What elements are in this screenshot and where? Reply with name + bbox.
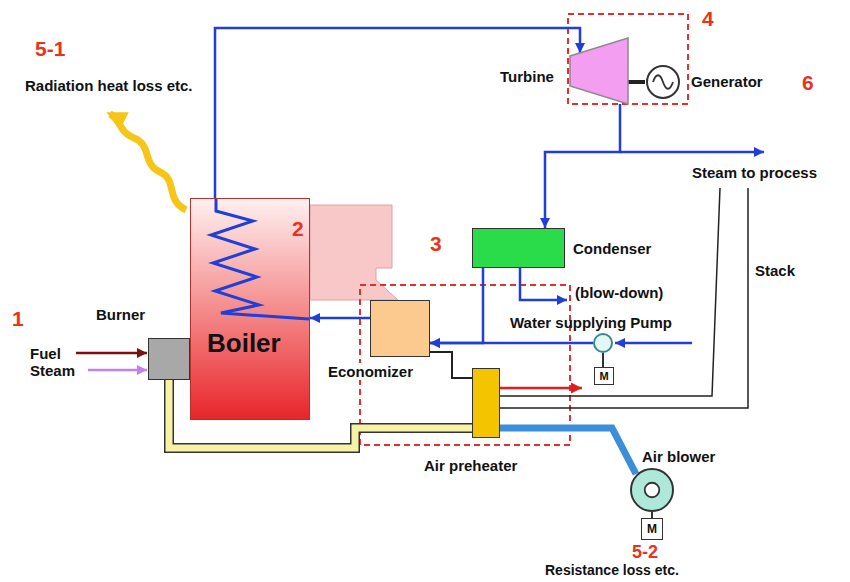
- component-label: Economizer: [326, 363, 415, 380]
- pipe-connector: [215, 28, 580, 198]
- component-label: Air blower: [642, 448, 715, 465]
- blower-symbol: Air blower: [630, 468, 674, 512]
- callout-number: 1: [12, 308, 24, 329]
- shape-outline: [570, 38, 628, 104]
- pipe-line: [500, 428, 636, 474]
- component-label: Turbine: [500, 68, 554, 85]
- motor-box: M: [594, 367, 614, 385]
- process-steam-line: [620, 151, 764, 154]
- pipe-connector: [500, 428, 636, 474]
- note-label: Steam to process: [692, 164, 817, 181]
- shape-outline: [191, 199, 309, 419]
- note-label: Stack: [755, 262, 795, 279]
- shape-outline: [632, 470, 672, 510]
- exhaust-arrow: [500, 387, 582, 390]
- note-label: Resistance loss etc.: [545, 563, 679, 577]
- component-label: Burner: [96, 306, 145, 323]
- motor-box: M: [641, 518, 663, 540]
- pipe-connector: [545, 104, 620, 228]
- note-label: Radiation heat loss etc.: [25, 77, 193, 94]
- component-label: Generator: [691, 73, 763, 90]
- dashed-region: [568, 14, 688, 104]
- component-label: Boiler: [207, 329, 281, 359]
- shape-outline: [645, 64, 681, 100]
- component-label: M: [599, 371, 608, 382]
- component-label: Condenser: [573, 240, 651, 257]
- pipe-line: [215, 28, 580, 198]
- callout-number: 5-1: [35, 38, 65, 59]
- turbine-symbol: Turbine: [570, 38, 628, 104]
- economizer-box: Economizer: [370, 300, 430, 357]
- note-label: Fuel: [30, 345, 61, 362]
- blow-down-line: [520, 268, 567, 300]
- callout-number: 4: [702, 8, 714, 29]
- shape-outline: [191, 199, 309, 419]
- callout-number: 2: [292, 218, 304, 239]
- pipe-line: [310, 317, 370, 320]
- pipe-line: [430, 342, 593, 345]
- shape-outline: [570, 38, 628, 104]
- note-label: Steam: [30, 362, 75, 379]
- pipe-connector: [430, 343, 593, 344]
- pipe-connector: [603, 353, 604, 367]
- pipe-line: [430, 352, 472, 378]
- pipe-line: [545, 104, 620, 228]
- stack-line: [500, 188, 720, 396]
- pipe-line: [430, 268, 483, 343]
- burner-box: Burner: [148, 338, 190, 380]
- steam-arrow: [88, 369, 147, 372]
- component-label: Water supplying Pump: [510, 314, 672, 331]
- note-label: (blow-down): [573, 284, 665, 301]
- feed-water-line: [615, 342, 692, 345]
- pipe-connector: [430, 352, 472, 378]
- condenser-box: Condenser: [472, 228, 565, 268]
- pipe-connector: [430, 268, 483, 343]
- callout-number: 6: [802, 72, 814, 93]
- fuel-arrow: [76, 352, 147, 355]
- stack-line: [500, 188, 748, 408]
- shape-outline: [632, 470, 672, 510]
- callout-number: 3: [430, 233, 442, 254]
- pipe-connector: [310, 318, 370, 319]
- generator-symbol: Generator: [645, 64, 681, 100]
- air-preheater-box: Air preheater: [472, 368, 500, 438]
- pump-symbol: Water supplying Pump: [593, 333, 613, 353]
- radiation-arrow: [110, 114, 186, 210]
- component-label: M: [647, 523, 657, 535]
- callout-number: 5-2: [632, 543, 658, 561]
- shape-outline: [645, 64, 681, 100]
- pipe-connector: [628, 82, 645, 83]
- component-label: Air preheater: [424, 457, 517, 474]
- pipe-line: [602, 353, 604, 367]
- pipe-line: [628, 80, 645, 84]
